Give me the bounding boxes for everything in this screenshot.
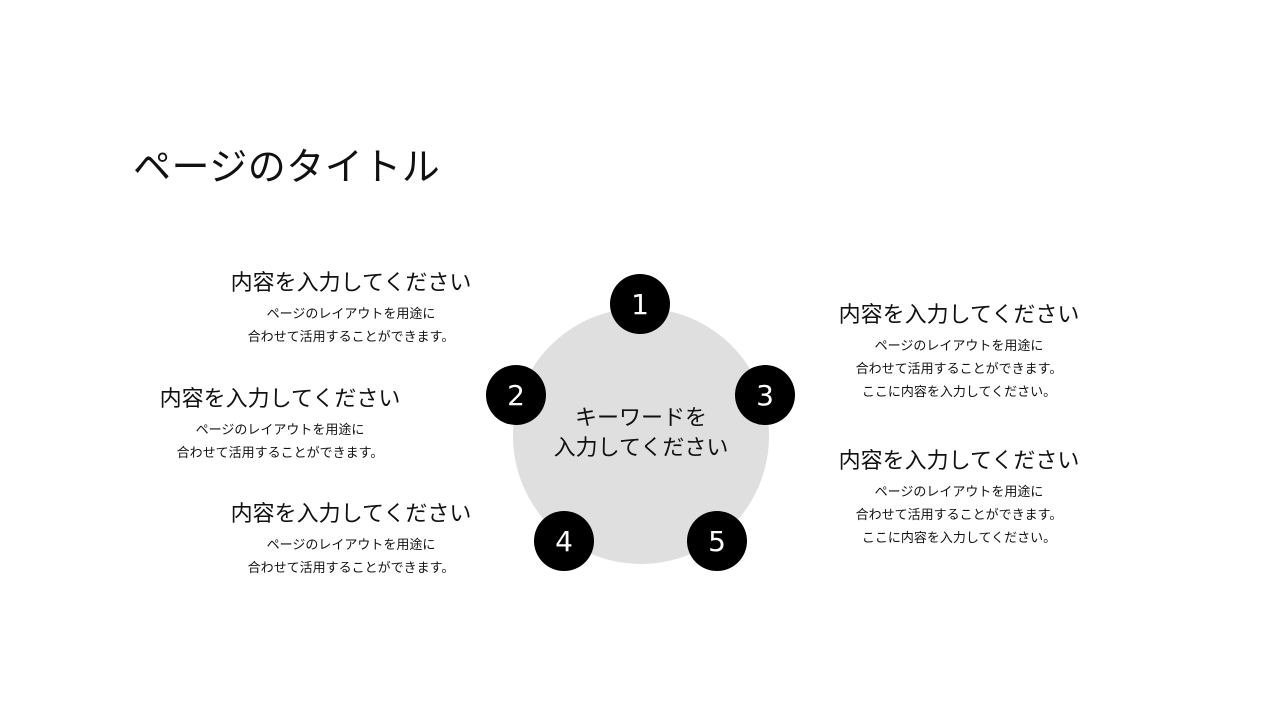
text-block-4: 内容を入力してください ページのレイアウトを用途に 合わせて活用することができま… [799,301,1119,404]
block-1-line-2: 合わせて活用することができます。 [247,330,455,345]
node-2-badge: 2 [486,365,546,425]
block-3-line-1: ページのレイアウトを用途に [266,538,436,553]
block-4-line-1: ページのレイアウトを用途に [874,339,1044,354]
block-2-heading: 内容を入力してください [159,387,401,412]
block-2-line-2: 合わせて活用することができます。 [176,446,384,461]
block-5-line-3: ここに内容を入力してください。 [861,531,1057,546]
block-4-body: ページのレイアウトを用途に 合わせて活用することができます。 ここに内容を入力し… [799,335,1119,404]
block-2-body: ページのレイアウトを用途に 合わせて活用することができます。 [120,419,440,465]
node-3-badge: 3 [735,365,795,425]
text-block-5: 内容を入力してください ページのレイアウトを用途に 合わせて活用することができま… [799,447,1119,550]
block-5-body: ページのレイアウトを用途に 合わせて活用することができます。 ここに内容を入力し… [799,481,1119,550]
center-keyword-label: キーワードを 入力してください [513,404,769,464]
text-block-1: 内容を入力してください ページのレイアウトを用途に 合わせて活用することができま… [191,269,511,349]
block-2-line-1: ページのレイアウトを用途に [195,423,365,438]
block-3-heading: 内容を入力してください [230,502,472,527]
node-4-badge: 4 [534,511,594,571]
node-5-badge: 5 [687,511,747,571]
center-keyword-line-1: キーワードを [574,406,707,431]
node-1-badge: 1 [610,274,670,334]
block-1-line-1: ページのレイアウトを用途に [266,307,436,322]
block-5-line-1: ページのレイアウトを用途に [874,485,1044,500]
block-4-line-2: 合わせて活用することができます。 [855,362,1063,377]
block-1-heading: 内容を入力してください [230,271,472,296]
block-5-heading: 内容を入力してください [838,449,1080,474]
block-3-line-2: 合わせて活用することができます。 [247,561,455,576]
block-1-body: ページのレイアウトを用途に 合わせて活用することができます。 [191,303,511,349]
page-title: ページのタイトル [133,145,441,189]
block-4-line-3: ここに内容を入力してください。 [861,385,1057,400]
block-3-body: ページのレイアウトを用途に 合わせて活用することができます。 [191,534,511,580]
center-keyword-line-2: 入力してください [553,436,729,461]
block-4-heading: 内容を入力してください [838,303,1080,328]
block-5-line-2: 合わせて活用することができます。 [855,508,1063,523]
text-block-2: 内容を入力してください ページのレイアウトを用途に 合わせて活用することができま… [120,385,440,465]
text-block-3: 内容を入力してください ページのレイアウトを用途に 合わせて活用することができま… [191,500,511,580]
